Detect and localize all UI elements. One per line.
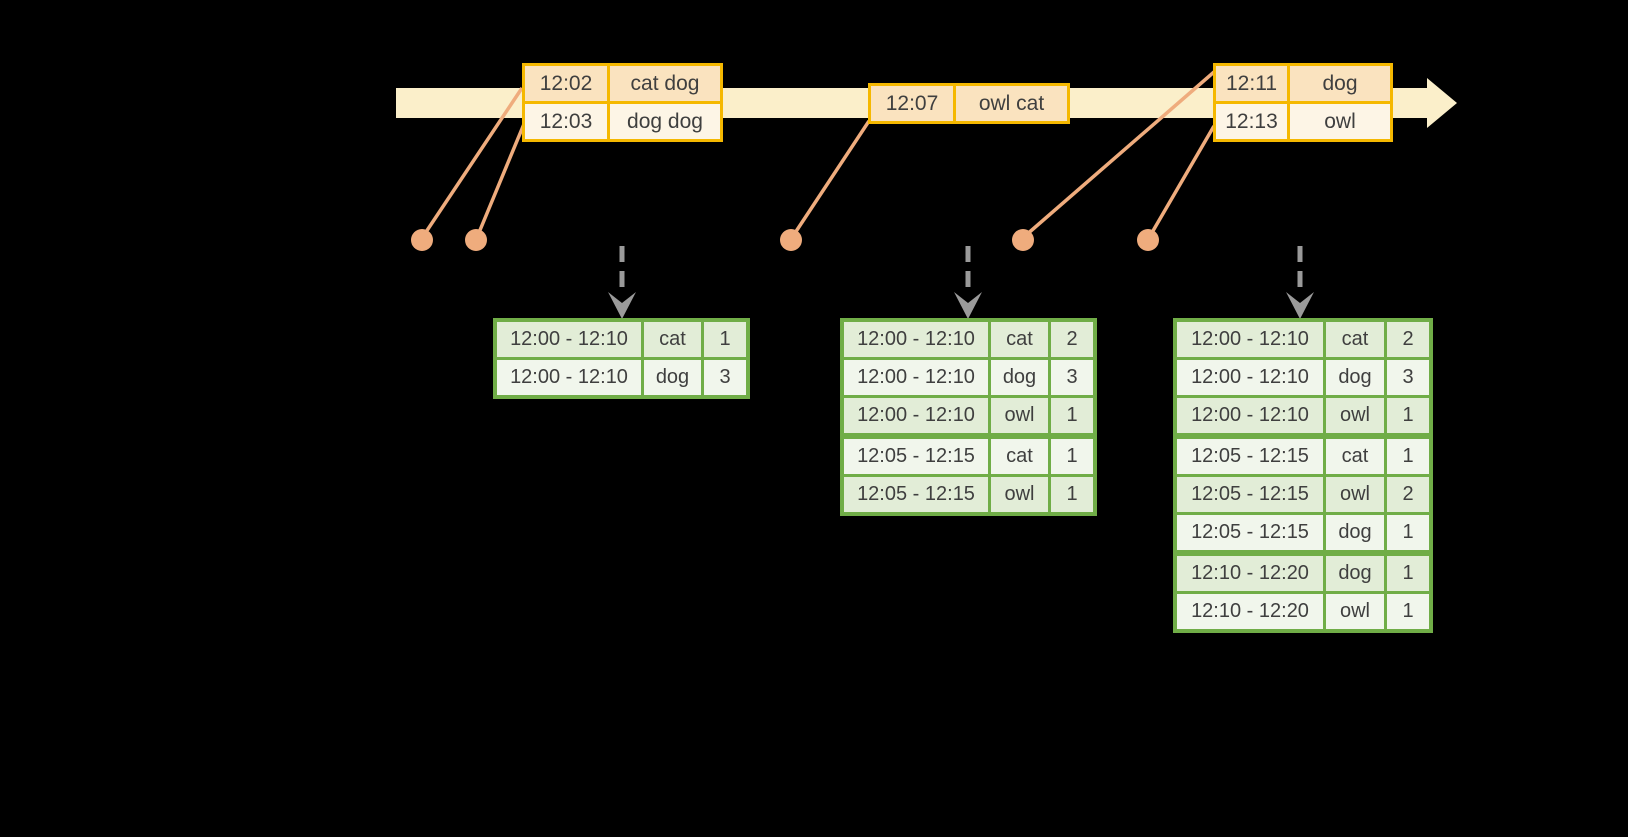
event-marker-dot xyxy=(411,229,433,251)
result-window: 12:00 - 12:10 xyxy=(1177,322,1323,357)
result-count: 3 xyxy=(704,360,746,395)
result-word: cat xyxy=(1326,322,1384,357)
event-time: 12:11 xyxy=(1216,66,1287,101)
result-count: 1 xyxy=(1051,439,1093,474)
result-count: 1 xyxy=(1387,556,1429,591)
event-words: owl cat xyxy=(956,86,1067,121)
result-count: 1 xyxy=(1387,594,1429,629)
event-marker-dot xyxy=(465,229,487,251)
event-marker-dot xyxy=(780,229,802,251)
timeline-arrowhead-icon xyxy=(1427,78,1457,128)
result-word: owl xyxy=(991,477,1048,512)
result-word: dog xyxy=(644,360,701,395)
result-window: 12:00 - 12:10 xyxy=(497,360,641,395)
event-connector-line xyxy=(422,87,524,236)
event-connector-line xyxy=(791,120,871,237)
result-count: 1 xyxy=(1387,515,1429,550)
result-word: owl xyxy=(1326,398,1384,433)
event-time: 12:03 xyxy=(525,104,607,139)
event-connector-lines xyxy=(422,70,1216,238)
result-count: 1 xyxy=(1051,477,1093,512)
event-time: 12:07 xyxy=(871,86,953,121)
result-window: 12:00 - 12:10 xyxy=(844,322,988,357)
event-marker-dot xyxy=(1012,229,1034,251)
result-word: owl xyxy=(1326,477,1384,512)
trigger-arrow-icon xyxy=(608,246,636,319)
event-words: dog dog xyxy=(610,104,720,139)
result-word: owl xyxy=(991,398,1048,433)
event-words: owl xyxy=(1290,104,1390,139)
trigger-arrow-icon xyxy=(1286,246,1314,319)
result-window: 12:00 - 12:10 xyxy=(844,398,988,433)
result-word: dog xyxy=(1326,360,1384,395)
result-window: 12:05 - 12:15 xyxy=(1177,515,1323,550)
event-time: 12:02 xyxy=(525,66,607,101)
event-marker-dot xyxy=(1137,229,1159,251)
result-window: 12:00 - 12:10 xyxy=(497,322,641,357)
result-window: 12:05 - 12:15 xyxy=(844,477,988,512)
event-time: 12:13 xyxy=(1216,104,1287,139)
event-connector-line xyxy=(1023,70,1216,238)
trigger-arrow-icon xyxy=(954,246,982,319)
result-window: 12:05 - 12:15 xyxy=(1177,439,1323,474)
trigger-arrows xyxy=(608,246,1314,319)
result-count: 2 xyxy=(1387,322,1429,357)
result-window: 12:05 - 12:15 xyxy=(844,439,988,474)
result-count: 1 xyxy=(704,322,746,357)
result-count: 1 xyxy=(1051,398,1093,433)
result-word: dog xyxy=(1326,515,1384,550)
result-word: cat xyxy=(991,439,1048,474)
result-window: 12:00 - 12:10 xyxy=(1177,398,1323,433)
result-window: 12:10 - 12:20 xyxy=(1177,594,1323,629)
result-count: 1 xyxy=(1387,398,1429,433)
result-count: 3 xyxy=(1051,360,1093,395)
result-word: owl xyxy=(1326,594,1384,629)
event-words: cat dog xyxy=(610,66,720,101)
result-word: dog xyxy=(1326,556,1384,591)
result-word: dog xyxy=(991,360,1048,395)
result-window: 12:00 - 12:10 xyxy=(844,360,988,395)
result-count: 3 xyxy=(1387,360,1429,395)
result-window: 12:00 - 12:10 xyxy=(1177,360,1323,395)
result-word: cat xyxy=(1326,439,1384,474)
event-words: dog xyxy=(1290,66,1390,101)
event-connector-line xyxy=(1148,125,1216,237)
result-window: 12:10 - 12:20 xyxy=(1177,556,1323,591)
event-connector-line xyxy=(476,123,526,236)
result-window: 12:05 - 12:15 xyxy=(1177,477,1323,512)
event-marker-dots xyxy=(411,229,1159,251)
result-word: cat xyxy=(991,322,1048,357)
result-word: cat xyxy=(644,322,701,357)
result-count: 1 xyxy=(1387,439,1429,474)
result-count: 2 xyxy=(1051,322,1093,357)
result-count: 2 xyxy=(1387,477,1429,512)
